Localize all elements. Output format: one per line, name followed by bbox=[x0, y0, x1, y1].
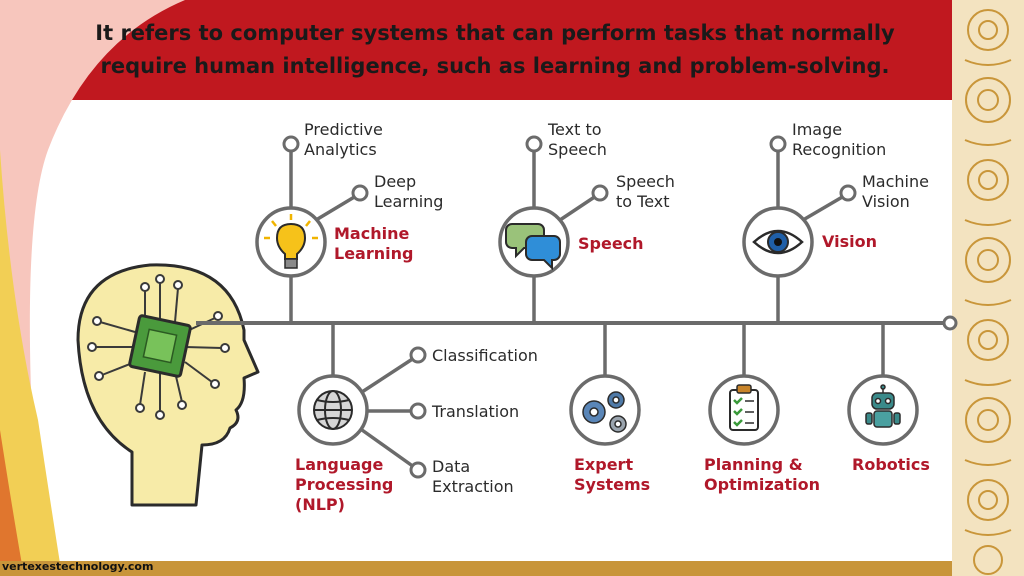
endpoint-dots bbox=[282, 135, 857, 479]
language-processing-line1: Language bbox=[295, 455, 384, 474]
planning-line2: Optimization bbox=[704, 475, 820, 494]
microchip-core bbox=[142, 328, 178, 364]
classification-label: Classification bbox=[432, 346, 538, 365]
gears-icon bbox=[582, 391, 627, 433]
deep-learning-line2: Learning bbox=[374, 192, 444, 211]
machine-learning-line1: Machine bbox=[334, 224, 410, 243]
text-to-speech-line2: Speech bbox=[548, 140, 607, 159]
circuit-traces bbox=[87, 274, 230, 420]
language-processing-line2: Processing bbox=[295, 475, 394, 494]
expert-systems-title: Expert Systems bbox=[574, 455, 650, 495]
deep-learning-label: Deep Learning bbox=[374, 172, 443, 212]
robotics-title: Robotics bbox=[852, 455, 930, 474]
ornament-flower-icons bbox=[964, 9, 1012, 575]
text-to-speech-label: Text to Speech bbox=[548, 120, 607, 160]
title-banner bbox=[0, 0, 952, 100]
data-extraction-label: Data Extraction bbox=[432, 457, 514, 497]
image-recognition-line1: Image bbox=[792, 120, 843, 139]
left-swoosh-gold bbox=[0, 150, 62, 576]
speech-title: Speech bbox=[578, 234, 644, 253]
predictive-analytics-label: Predictive Analytics bbox=[304, 120, 383, 160]
title-line-2: require human intelligence, such as lear… bbox=[100, 54, 890, 78]
vision-title: Vision bbox=[822, 232, 877, 251]
text-to-speech-line1: Text to bbox=[548, 120, 602, 139]
language-processing-line3: (NLP) bbox=[295, 495, 345, 514]
eye-icon bbox=[752, 229, 804, 255]
human-head-icon bbox=[76, 263, 260, 507]
image-recognition-label: Image Recognition bbox=[792, 120, 886, 160]
machine-learning-line2: Learning bbox=[334, 244, 414, 263]
deep-learning-line1: Deep bbox=[374, 172, 417, 191]
speech-to-text-line2: to Text bbox=[616, 192, 670, 211]
language-processing-title: Language Processing (NLP) bbox=[295, 455, 393, 515]
bottom-gold-strip bbox=[0, 561, 952, 576]
planning-optimization-title: Planning & Optimization bbox=[704, 455, 820, 495]
predictive-analytics-line2: Analytics bbox=[304, 140, 377, 159]
left-swoosh-decoration bbox=[0, 0, 185, 576]
machine-learning-title: Machine Learning bbox=[334, 224, 413, 264]
data-extraction-line1: Data bbox=[432, 457, 471, 476]
expert-systems-line1: Expert bbox=[574, 455, 634, 474]
image-recognition-line2: Recognition bbox=[792, 140, 887, 159]
speech-bubbles-icon bbox=[505, 223, 561, 271]
speech-to-text-label: Speech to Text bbox=[616, 172, 675, 212]
expert-systems-line2: Systems bbox=[574, 475, 651, 494]
globe-icon bbox=[313, 390, 353, 430]
title-text: It refers to computer systems that can p… bbox=[40, 6, 950, 94]
speech-to-text-line1: Speech bbox=[616, 172, 675, 191]
footer-site-url: vertexestechnology.com bbox=[2, 560, 154, 573]
robot-icon bbox=[865, 384, 901, 428]
title-line-1: It refers to computer systems that can p… bbox=[95, 21, 895, 45]
left-swoosh-orange bbox=[0, 430, 24, 576]
lightbulb-icon bbox=[264, 214, 318, 269]
machine-vision-line1: Machine bbox=[862, 172, 929, 191]
clipboard-checklist-icon bbox=[729, 384, 759, 431]
data-extraction-line2: Extraction bbox=[432, 477, 514, 496]
machine-vision-line2: Vision bbox=[862, 192, 910, 211]
predictive-analytics-line1: Predictive bbox=[304, 120, 383, 139]
planning-line1: Planning & bbox=[704, 455, 803, 474]
translation-label: Translation bbox=[432, 402, 520, 421]
timeline-end-dot bbox=[942, 315, 958, 331]
machine-vision-label: Machine Vision bbox=[862, 172, 929, 212]
right-ornament-border bbox=[952, 0, 1024, 576]
